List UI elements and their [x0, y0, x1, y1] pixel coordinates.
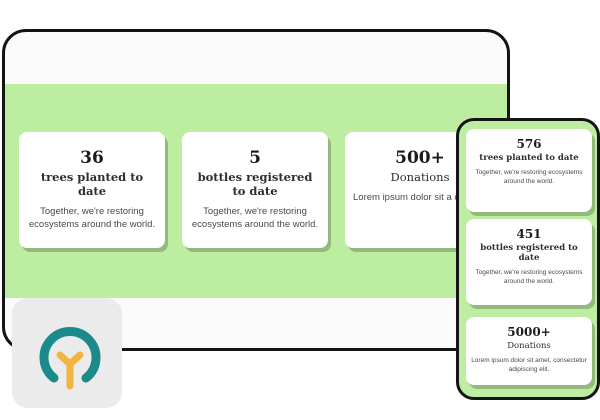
stat-card-trees: 36 trees planted to date Together, we're…: [19, 132, 165, 248]
stat-number: 5000+: [507, 325, 551, 339]
mobile-stat-card-trees: 576 trees planted to date Together, we'r…: [466, 129, 592, 212]
stat-number: 451: [516, 227, 542, 241]
desktop-mockup: 36 trees planted to date Together, we're…: [2, 29, 510, 351]
logo-ring: [39, 327, 101, 383]
stat-description: Together, we're restoring ecosystems aro…: [28, 206, 156, 230]
stat-description: Together, we're restoring ecosystems aro…: [475, 269, 583, 285]
stat-description: Together, we're restoring ecosystems aro…: [475, 169, 583, 185]
stat-number: 500+: [395, 148, 445, 168]
stat-description: Together, we're restoring ecosystems aro…: [191, 206, 319, 230]
stat-title: bottles registered to date: [197, 170, 313, 198]
stat-title: Donations: [507, 341, 551, 351]
stat-card-bottles: 5 bottles registered to date Together, w…: [182, 132, 328, 248]
app-logo-tile: [12, 298, 122, 408]
logo-stem: [56, 351, 84, 390]
stat-title: bottles registered to date: [480, 243, 578, 263]
tree-ring-logo-icon: [39, 327, 101, 390]
mobile-stat-card-donations: 5000+ Donations Lorem ipsum dolor sit am…: [466, 317, 592, 385]
stat-number: 5: [249, 148, 261, 168]
mobile-stat-card-bottles: 451 bottles registered to date Together,…: [466, 219, 592, 305]
stat-title: trees planted to date: [40, 170, 144, 198]
stat-number: 36: [80, 148, 104, 168]
stat-description: Lorem ipsum dolor sit amet, consectetur …: [471, 357, 587, 373]
stat-title: Donations: [390, 170, 450, 184]
stat-number: 576: [516, 137, 542, 151]
stat-description: Lorem ipsum dolor sit a consectetur adip…: [353, 192, 495, 203]
mobile-mockup: 576 trees planted to date Together, we'r…: [456, 118, 600, 400]
stat-title: trees planted to date: [479, 153, 579, 163]
